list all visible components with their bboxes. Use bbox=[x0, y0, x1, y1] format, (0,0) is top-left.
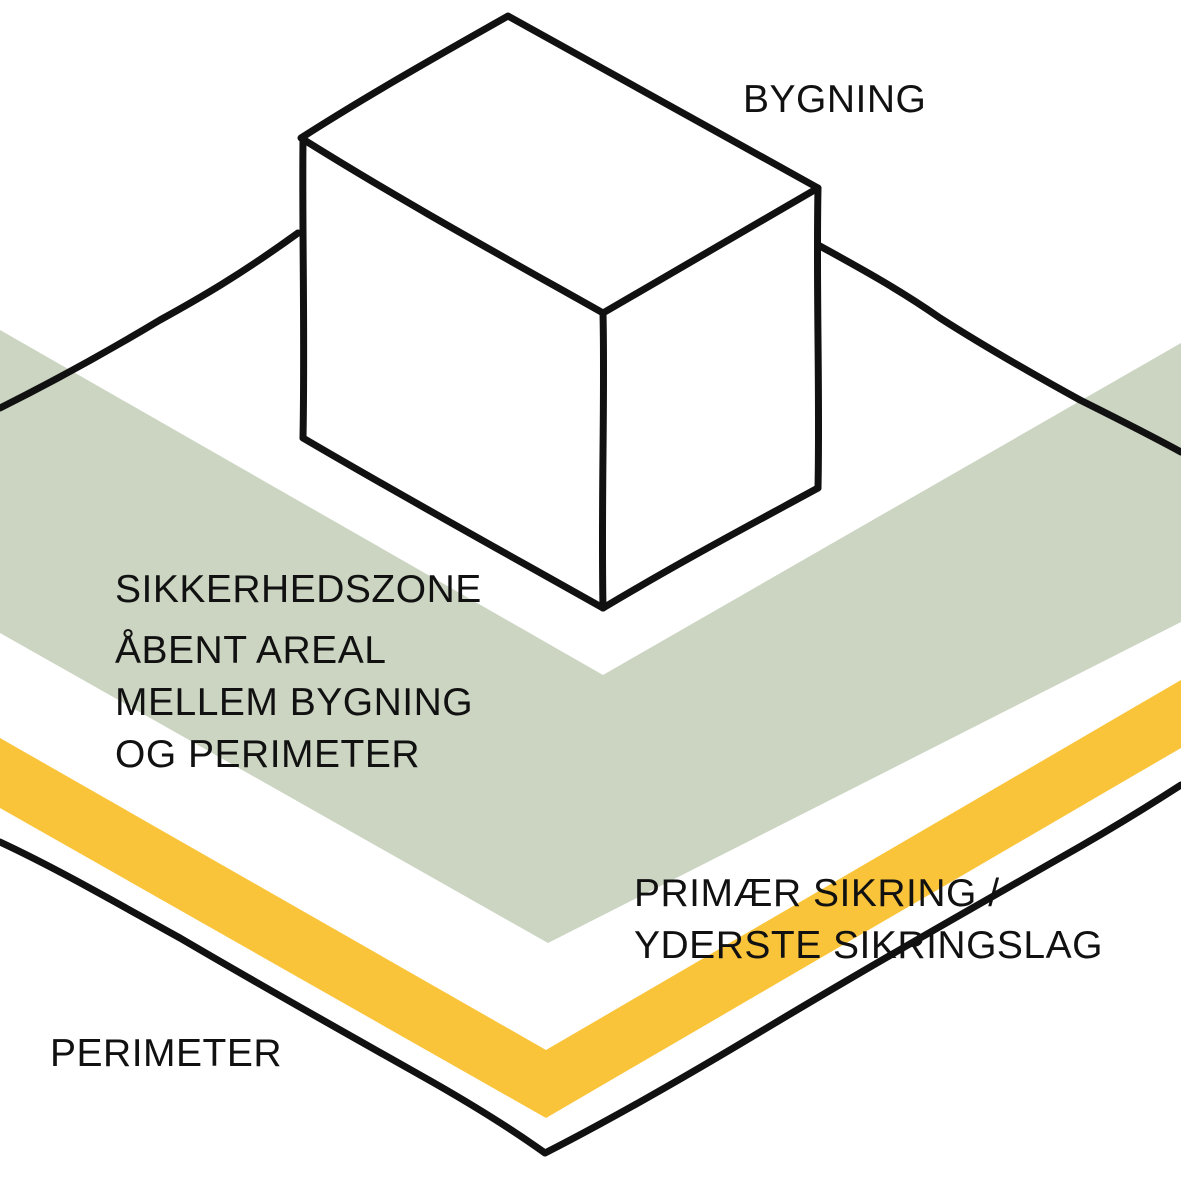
safety-zone-title: SIKKERHEDSZONE bbox=[115, 568, 482, 611]
safety-zone-band bbox=[0, 330, 1181, 943]
building-left-edge bbox=[299, 136, 308, 442]
building-cube-face-fill bbox=[301, 16, 818, 608]
building-right-edge bbox=[813, 184, 823, 492]
primary-barrier-label-line1: PRIMÆR SIKRING / bbox=[634, 872, 1000, 915]
safety-zone-desc-line2: MELLEM BYGNING bbox=[115, 681, 474, 724]
perimeter-line bbox=[0, 781, 1181, 1157]
safety-zone-desc-line3: OG PERIMETER bbox=[115, 733, 421, 776]
safety-zone-desc-line1: ÅBENT AREAL bbox=[115, 629, 387, 672]
building-bottom-left-edge bbox=[299, 434, 607, 612]
primary-barrier-band bbox=[0, 680, 1181, 1118]
perimeter-label: PERIMETER bbox=[50, 1032, 283, 1075]
primary-barrier-label-line2: YDERSTE SIKRINGSLAG bbox=[634, 924, 1103, 967]
building-front-edge bbox=[598, 309, 608, 612]
building-label: BYGNING bbox=[743, 78, 927, 121]
ground-back-right-edge bbox=[814, 241, 1181, 456]
ground-back-left-edge bbox=[0, 229, 302, 412]
building-bottom-right-edge bbox=[599, 484, 822, 612]
